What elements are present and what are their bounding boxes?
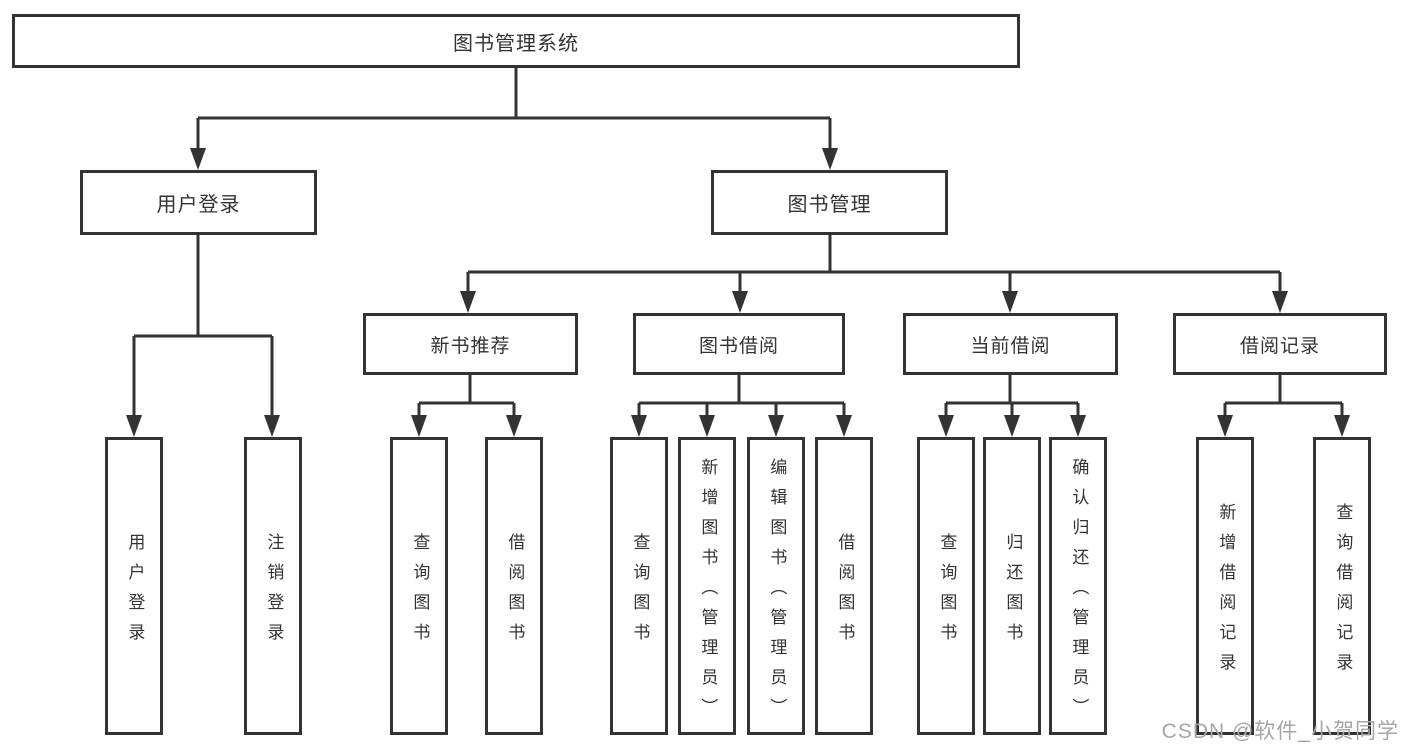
leaf-add-book-admin: 新增图书（管理员） [678, 437, 736, 735]
leaf-label: 编辑图书（管理员） [767, 457, 787, 728]
node-current-borrow: 当前借阅 [903, 313, 1118, 375]
arrowheads [126, 148, 1350, 437]
node-borrow-record: 借阅记录 [1173, 313, 1387, 375]
node-book-borrow: 图书借阅 [633, 313, 845, 375]
csdn-watermark: CSDN @软件_小贺同学 [1161, 720, 1399, 743]
leaf-label: 注销登录 [264, 532, 284, 653]
node-new-book-recommend: 新书推荐 [363, 313, 578, 375]
leaf-query-books-recommend: 查询图书 [390, 437, 448, 735]
leaf-logout: 注销登录 [244, 437, 302, 735]
leaf-label: 查询图书 [630, 532, 650, 653]
leaf-label: 用户登录 [125, 532, 145, 653]
leaf-label: 归还图书 [1003, 532, 1023, 653]
leaf-add-borrow-record: 新增借阅记录 [1196, 437, 1254, 735]
leaf-label: 查询图书 [410, 532, 430, 653]
leaf-label: 借阅图书 [505, 532, 525, 653]
leaf-label: 借阅图书 [835, 532, 855, 653]
leaf-label: 新增图书（管理员） [698, 457, 718, 728]
leaf-borrow-books: 借阅图书 [815, 437, 873, 735]
leaf-query-books-current: 查询图书 [917, 437, 975, 735]
leaf-borrow-books-recommend: 借阅图书 [485, 437, 543, 735]
leaf-confirm-return-admin: 确认归还（管理员） [1049, 437, 1107, 735]
leaf-label: 查询借阅记录 [1333, 502, 1353, 683]
leaf-return-book: 归还图书 [983, 437, 1041, 735]
leaf-query-borrow-record: 查询借阅记录 [1313, 437, 1371, 735]
node-user-login: 用户登录 [80, 170, 317, 235]
leaf-label: 新增借阅记录 [1216, 502, 1236, 683]
node-library-management-system: 图书管理系统 [12, 14, 1020, 68]
leaf-label: 确认归还（管理员） [1069, 457, 1089, 728]
leaf-user-login: 用户登录 [105, 437, 163, 735]
leaf-label: 查询图书 [937, 532, 957, 653]
node-book-management: 图书管理 [711, 170, 948, 235]
leaf-edit-book-admin: 编辑图书（管理员） [747, 437, 805, 735]
leaf-query-books-borrow: 查询图书 [610, 437, 668, 735]
